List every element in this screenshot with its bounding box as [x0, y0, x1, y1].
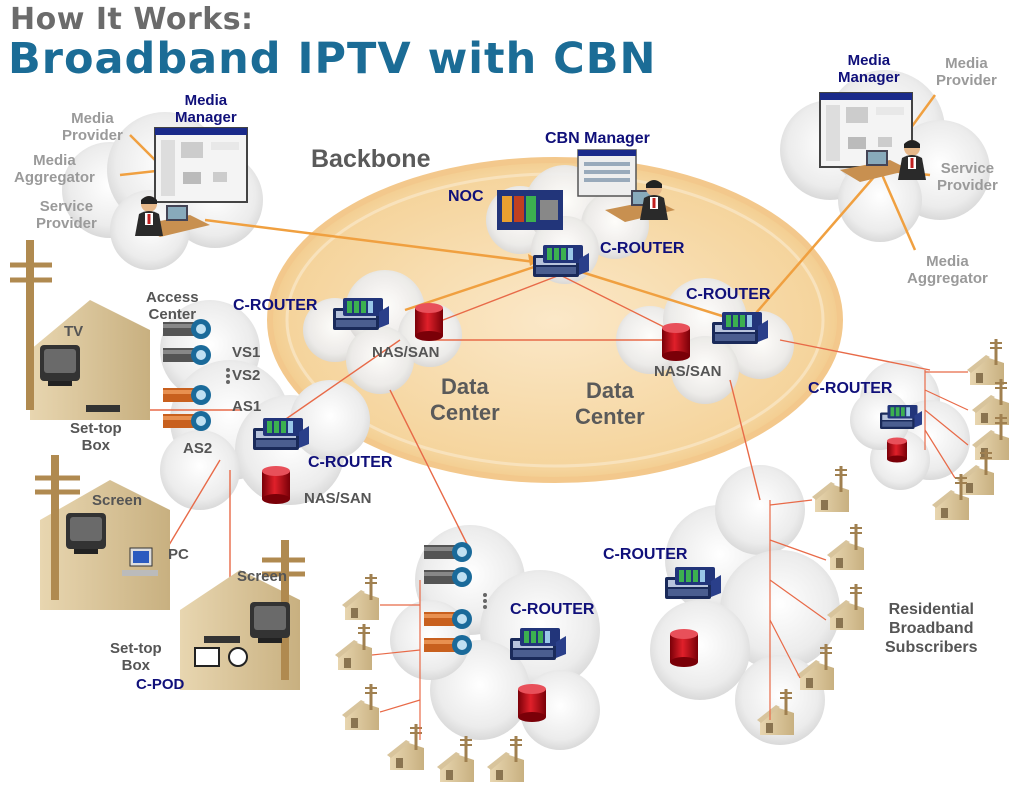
- data-center-label-left: Data Center: [430, 374, 500, 425]
- screen-label-1: Screen: [92, 492, 143, 509]
- c-router-label-backbone: C-ROUTER: [600, 240, 685, 257]
- c-router-label-right: C-ROUTER: [808, 380, 893, 397]
- home-cpod: [180, 540, 305, 690]
- c-pod-label: C-POD: [136, 676, 185, 693]
- media-aggregator-label-left: Media Aggregator: [14, 152, 95, 186]
- noc-rack: [497, 190, 563, 230]
- nas-dc-right: [662, 323, 690, 361]
- nas-label-access: NAS/SAN: [304, 490, 372, 507]
- feeder-right-small: [924, 370, 969, 479]
- cbn-manager-station: [577, 149, 675, 222]
- cloud-access: [160, 300, 370, 510]
- nas-right-small: [887, 437, 907, 463]
- c-router-label-bottom-right: C-ROUTER: [603, 546, 688, 563]
- nas-bottom-center: [518, 684, 546, 722]
- access-center-label: Access Center: [146, 289, 199, 323]
- vs2-label: VS2: [232, 367, 261, 384]
- service-provider-label-left: Service Provider: [36, 198, 97, 232]
- tv-label: TV: [64, 323, 84, 340]
- nas-label-dc-left: NAS/SAN: [372, 344, 440, 361]
- nas-dc-left: [415, 303, 443, 341]
- feeder-bottom-center: [371, 580, 421, 740]
- c-router-label-dc-right: C-ROUTER: [686, 286, 771, 303]
- nas-bottom-right: [670, 629, 698, 667]
- as2-label: AS2: [183, 440, 213, 457]
- set-top-box-label-2: Set-top Box: [110, 640, 162, 674]
- screen-label-2: Screen: [237, 568, 288, 585]
- media-provider-label-right: Media Provider: [936, 55, 997, 89]
- as1-label: AS1: [232, 398, 262, 415]
- media-aggregator-label-right: Media Aggregator: [907, 253, 988, 287]
- residential-subscribers-label: Residential Broadband Subscribers: [885, 601, 978, 656]
- service-provider-label-right: Service Provider: [937, 160, 998, 194]
- cloud-bottom-center: [390, 525, 600, 750]
- noc-label: NOC: [448, 188, 484, 205]
- media-manager-label-right: Media Manager: [838, 52, 900, 86]
- nas-label-dc-right: NAS/SAN: [654, 363, 722, 380]
- c-router-label-bottom-center: C-ROUTER: [510, 601, 595, 618]
- media-manager-label-left: Media Manager: [175, 92, 237, 126]
- nas-access: [262, 466, 290, 504]
- media-provider-label-left: Media Provider: [62, 110, 123, 144]
- backbone-label: Backbone: [311, 145, 431, 173]
- cloud-bottom-right: [650, 465, 840, 745]
- set-top-box-label-1: Set-top Box: [70, 420, 122, 454]
- pc-label: PC: [168, 546, 189, 563]
- home-tv: [10, 240, 150, 420]
- home-pc: [35, 455, 170, 610]
- feeder-bottom-right: [769, 499, 827, 720]
- bottom-servers: [424, 542, 487, 655]
- data-center-label-right: Data Center: [575, 378, 645, 429]
- title-line2: Broadband IPTV with CBN: [8, 34, 657, 84]
- c-router-label-dc-left: C-ROUTER: [233, 297, 318, 314]
- vs1-label: VS1: [232, 344, 261, 361]
- title-line1: How It Works:: [10, 2, 254, 37]
- cbn-manager-label: CBN Manager: [545, 130, 650, 147]
- c-router-label-access: C-ROUTER: [308, 454, 393, 471]
- access-servers: [163, 319, 230, 431]
